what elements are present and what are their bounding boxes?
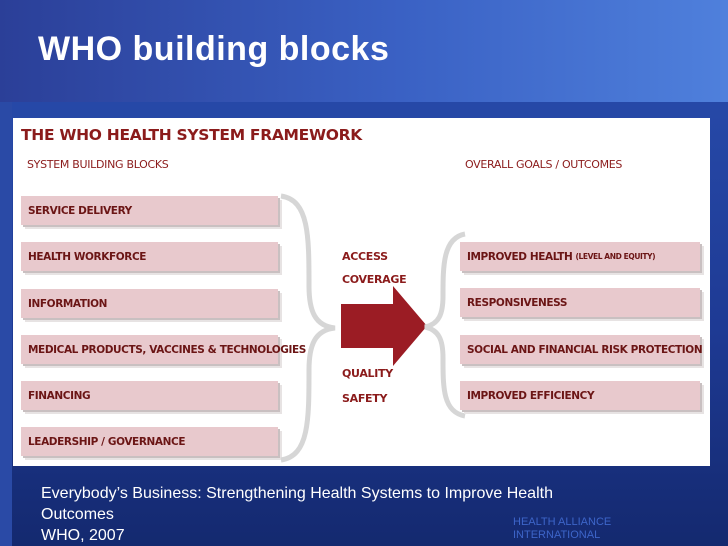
outcome-responsiveness: RESPONSIVENESS	[460, 288, 700, 317]
framework-title: THE WHO HEALTH SYSTEM FRAMEWORK	[21, 126, 362, 144]
building-block-financing: FINANCING	[21, 381, 278, 410]
outcome-improved-health-note: (LEVEL AND EQUITY)	[575, 252, 656, 261]
outcome-improved-efficiency: IMPROVED EFFICIENCY	[460, 381, 700, 410]
title-band	[0, 0, 728, 102]
framework-figure: THE WHO HEALTH SYSTEM FRAMEWORK SYSTEM B…	[13, 118, 710, 466]
outcome-improved-health: IMPROVED HEALTH (LEVEL AND EQUITY)	[460, 242, 700, 271]
organization-logo: HEALTH ALLIANCE INTERNATIONAL	[513, 516, 611, 542]
middle-label-coverage: COVERAGE	[342, 273, 407, 286]
middle-label-quality: QUALITY	[342, 367, 393, 380]
middle-label-safety: SAFETY	[342, 392, 388, 405]
building-block-information: INFORMATION	[21, 289, 278, 318]
building-block-medical-products: MEDICAL PRODUCTS, VACCINES & TECHNOLOGIE…	[21, 335, 306, 364]
building-block-leadership: LEADERSHIP / GOVERNANCE	[21, 427, 278, 456]
slide-title: WHO building blocks	[38, 30, 390, 68]
left-accent-strip	[0, 102, 12, 546]
source-caption: Everybody’s Business: Strengthening Heal…	[41, 483, 661, 546]
right-column-heading: OVERALL GOALS / OUTCOMES	[465, 158, 623, 171]
left-brace-icon	[280, 193, 336, 463]
middle-label-access: ACCESS	[342, 250, 388, 263]
right-brace-icon	[424, 231, 466, 419]
logo-line-1: HEALTH ALLIANCE	[513, 516, 612, 528]
logo-line-2: INTERNATIONAL	[513, 529, 601, 541]
outcome-improved-health-label: IMPROVED HEALTH	[467, 250, 573, 263]
caption-line-3: WHO, 2007	[41, 527, 125, 544]
left-column-heading: SYSTEM BUILDING BLOCKS	[27, 158, 169, 171]
caption-line-1: Everybody’s Business: Strengthening Heal…	[41, 485, 553, 502]
outcome-risk-protection: SOCIAL AND FINANCIAL RISK PROTECTION	[460, 335, 703, 364]
building-block-health-workforce: HEALTH WORKFORCE	[21, 242, 278, 271]
building-block-service-delivery: SERVICE DELIVERY	[21, 196, 278, 225]
framework-connectors	[280, 193, 466, 463]
right-arrow-icon	[341, 286, 427, 366]
caption-line-2: Outcomes	[41, 506, 114, 523]
